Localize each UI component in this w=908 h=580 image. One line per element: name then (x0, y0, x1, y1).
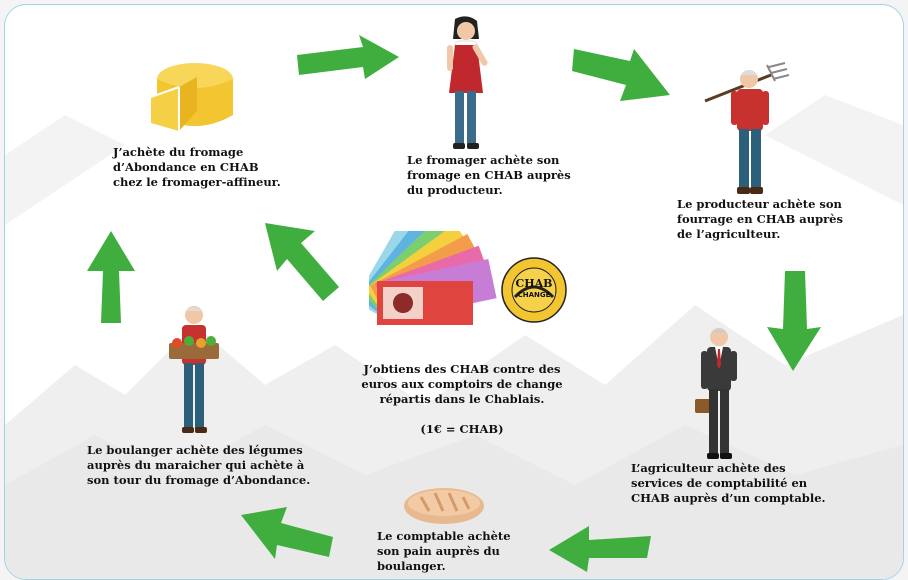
arrow-cheese-to-fromager (297, 35, 399, 79)
step-producteur-text: Le producteur achète son fourrage en CHA… (677, 197, 843, 241)
step-cheese-text: J’achète du fromage d’Abondance en CHAB … (113, 145, 281, 189)
bread-icon (404, 488, 484, 524)
boulanger-figure (169, 306, 219, 433)
seal-top-text: CHAB (515, 277, 553, 290)
cheese-icon (150, 63, 233, 131)
comptable-figure (695, 328, 737, 459)
arrow-center-to-cheese (265, 223, 339, 301)
step-fromager-text: Le fromager achète son fromage en CHAB a… (407, 153, 571, 197)
chab-change-seal: CHAB CHANGE (501, 257, 567, 323)
producteur-figure (704, 62, 790, 194)
exchange-rate: (1€ = CHAB) (420, 422, 504, 436)
arrow-comptable-to-boulanger (241, 507, 333, 559)
arrow-producteur-to-agriculteur (767, 271, 821, 371)
arrow-agriculteur-to-comptable (549, 526, 651, 572)
banknotes-icon (369, 231, 497, 325)
fromager-figure (447, 16, 488, 149)
center-text: J’obtiens des CHAB contre des euros aux … (357, 347, 567, 452)
step-agriculteur-text: L’agriculteur achète des services de com… (631, 461, 826, 505)
seal-bottom-text: CHANGE (517, 291, 551, 299)
arrow-boulanger-to-cheese (87, 231, 135, 323)
step-boulanger-text: Le boulanger achète des légumes auprès d… (87, 443, 311, 487)
step-comptable-text: Le comptable achète son pain auprès du b… (377, 529, 511, 573)
arrow-fromager-to-producteur (572, 49, 670, 101)
diagram-frame: CHAB CHANGE J’achète du fromage d’Abonda… (4, 4, 904, 580)
center-description: J’obtiens des CHAB contre des euros aux … (361, 362, 563, 406)
